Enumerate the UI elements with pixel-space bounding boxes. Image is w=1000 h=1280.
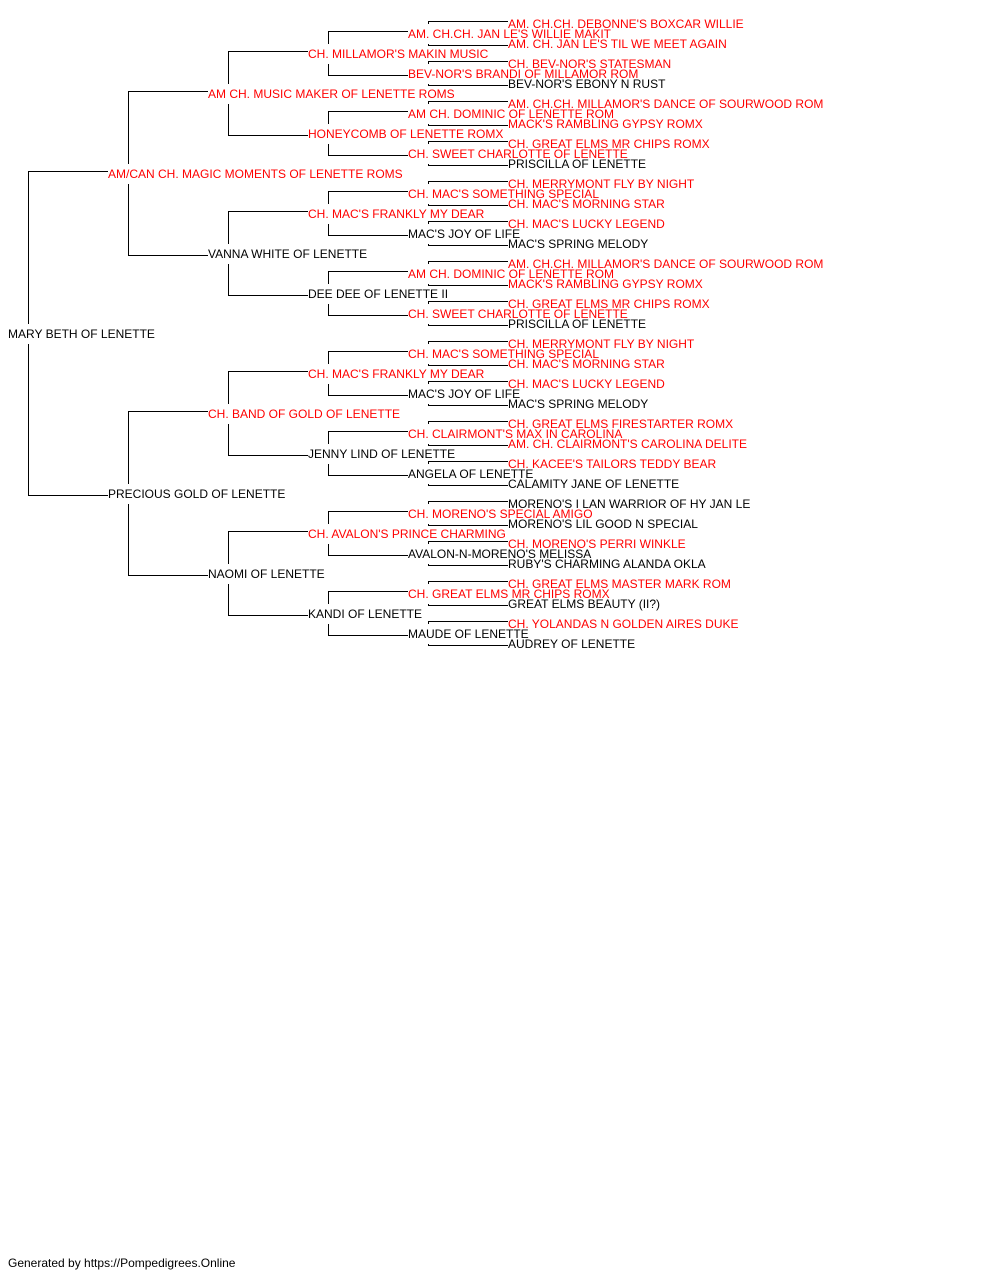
gen-5-dog-name: CH. BEV-NOR'S STATESMAN [508, 57, 671, 71]
gen-5-dog-name: CH. MORENO'S PERRI WINKLE [508, 537, 686, 551]
gen-2-dog-name: VANNA WHITE OF LENETTE [208, 247, 367, 261]
gen-3-dog-name: CH. MAC'S FRANKLY MY DEAR [308, 207, 485, 221]
gen-5-dog-name: AUDREY OF LENETTE [508, 637, 635, 651]
gen-5-dog-name: CALAMITY JANE OF LENETTE [508, 477, 679, 491]
gen-0-dog-name: MARY BETH OF LENETTE [8, 327, 155, 341]
gen-5-dog-name: CH. KACEE'S TAILORS TEDDY BEAR [508, 457, 716, 471]
gen-3-dog-name: HONEYCOMB OF LENETTE ROMX [308, 127, 503, 141]
generated-by-footer: Generated by https://Pompedigrees.Online [8, 1256, 236, 1270]
gen-4-dog-name: MAC'S JOY OF LIFE [408, 227, 520, 241]
gen-5-dog-name: CH. MAC'S LUCKY LEGEND [508, 377, 665, 391]
gen-4-dog-name: CH. CLAIRMONT'S MAX IN CAROLINA [408, 427, 622, 441]
gen-5-dog-name: CH. GREAT ELMS MR CHIPS ROMX [508, 297, 710, 311]
gen-2-dog-name: NAOMI OF LENETTE [208, 567, 325, 581]
gen-5-dog-name: AM. CH. CLAIRMONT'S CAROLINA DELITE [508, 437, 747, 451]
gen-4-dog-name: CH. SWEET CHARLOTTE OF LENETTE [408, 147, 628, 161]
gen-5-dog-name: MORENO'S I LAN WARRIOR OF HY JAN LE [508, 497, 750, 511]
gen-3-dog-name: JENNY LIND OF LENETTE [308, 447, 455, 461]
gen-5-dog-name: MACK'S RAMBLING GYPSY ROMX [508, 117, 703, 131]
gen-4-dog-name: MAUDE OF LENETTE [408, 627, 529, 641]
gen-2-dog-name: CH. BAND OF GOLD OF LENETTE [208, 407, 400, 421]
gen-5-dog-name: CH. MAC'S MORNING STAR [508, 357, 665, 371]
gen-3-dog-name: DEE DEE OF LENETTE II [308, 287, 448, 301]
gen-5-dog-name: BEV-NOR'S EBONY N RUST [508, 77, 666, 91]
gen-2-dog-name: AM CH. MUSIC MAKER OF LENETTE ROMS [208, 87, 455, 101]
gen-4-dog-name: AM CH. DOMINIC OF LENETTE ROM [408, 107, 614, 121]
gen-5-dog-name: PRISCILLA OF LENETTE [508, 317, 646, 331]
gen-5-dog-name: AM. CH.CH. MILLAMOR'S DANCE OF SOURWOOD … [508, 257, 823, 271]
gen-4-dog-name: AM CH. DOMINIC OF LENETTE ROM [408, 267, 614, 281]
gen-5-dog-name: GREAT ELMS BEAUTY (II?) [508, 597, 660, 611]
gen-3-dog-name: CH. MILLAMOR'S MAKIN MUSIC [308, 47, 489, 61]
gen-3-dog-name: CH. AVALON'S PRINCE CHARMING [308, 527, 506, 541]
gen-5-dog-name: MORENO'S LIL GOOD N SPECIAL [508, 517, 698, 531]
gen-5-dog-name: AM. CH. JAN LE'S TIL WE MEET AGAIN [508, 37, 727, 51]
gen-4-dog-name: BEV-NOR'S BRANDI OF MILLAMOR ROM [408, 67, 638, 81]
gen-5-dog-name: AM. CH.CH. DEBONNE'S BOXCAR WILLIE [508, 17, 744, 31]
gen-5-dog-name: CH. MERRYMONT FLY BY NIGHT [508, 337, 695, 351]
gen-5-dog-name: CH. GREAT ELMS MR CHIPS ROMX [508, 137, 710, 151]
gen-4-dog-name: CH. MAC'S SOMETHING SPECIAL [408, 187, 599, 201]
gen-1-dog-name: PRECIOUS GOLD OF LENETTE [108, 487, 285, 501]
gen-5-dog-name: CH. YOLANDAS N GOLDEN AIRES DUKE [508, 617, 739, 631]
gen-4-dog-name: AM. CH.CH. JAN LE'S WILLIE MAKIT [408, 27, 612, 41]
gen-5-dog-name: MAC'S SPRING MELODY [508, 237, 648, 251]
gen-5-dog-name: MAC'S SPRING MELODY [508, 397, 648, 411]
gen-5-dog-name: CH. MAC'S MORNING STAR [508, 197, 665, 211]
gen-5-dog-name: MACK'S RAMBLING GYPSY ROMX [508, 277, 703, 291]
gen-4-dog-name: CH. MORENO'S SPECIAL AMIGO [408, 507, 593, 521]
gen-1-dog-name: AM/CAN CH. MAGIC MOMENTS OF LENETTE ROMS [108, 167, 403, 181]
gen-4-dog-name: CH. GREAT ELMS MR CHIPS ROMX [408, 587, 610, 601]
gen-4-dog-name: CH. MAC'S SOMETHING SPECIAL [408, 347, 599, 361]
gen-4-dog-name: AVALON-N-MORENO'S MELISSA [408, 547, 591, 561]
gen-5-dog-name: CH. GREAT ELMS MASTER MARK ROM [508, 577, 731, 591]
gen-3-dog-name: KANDI OF LENETTE [308, 607, 422, 621]
gen-5-dog-name: CH. MERRYMONT FLY BY NIGHT [508, 177, 695, 191]
gen-5-dog-name: CH. GREAT ELMS FIRESTARTER ROMX [508, 417, 733, 431]
gen-5-dog-name: AM. CH.CH. MILLAMOR'S DANCE OF SOURWOOD … [508, 97, 823, 111]
gen-5-dog-name: RUBY'S CHARMING ALANDA OKLA [508, 557, 706, 571]
gen-4-dog-name: CH. SWEET CHARLOTTE OF LENETTE [408, 307, 628, 321]
gen-5-dog-name: CH. MAC'S LUCKY LEGEND [508, 217, 665, 231]
gen-5-dog-name: PRISCILLA OF LENETTE [508, 157, 646, 171]
gen-3-dog-name: CH. MAC'S FRANKLY MY DEAR [308, 367, 485, 381]
gen-4-dog-name: MAC'S JOY OF LIFE [408, 387, 520, 401]
gen-4-dog-name: ANGELA OF LENETTE [408, 467, 533, 481]
